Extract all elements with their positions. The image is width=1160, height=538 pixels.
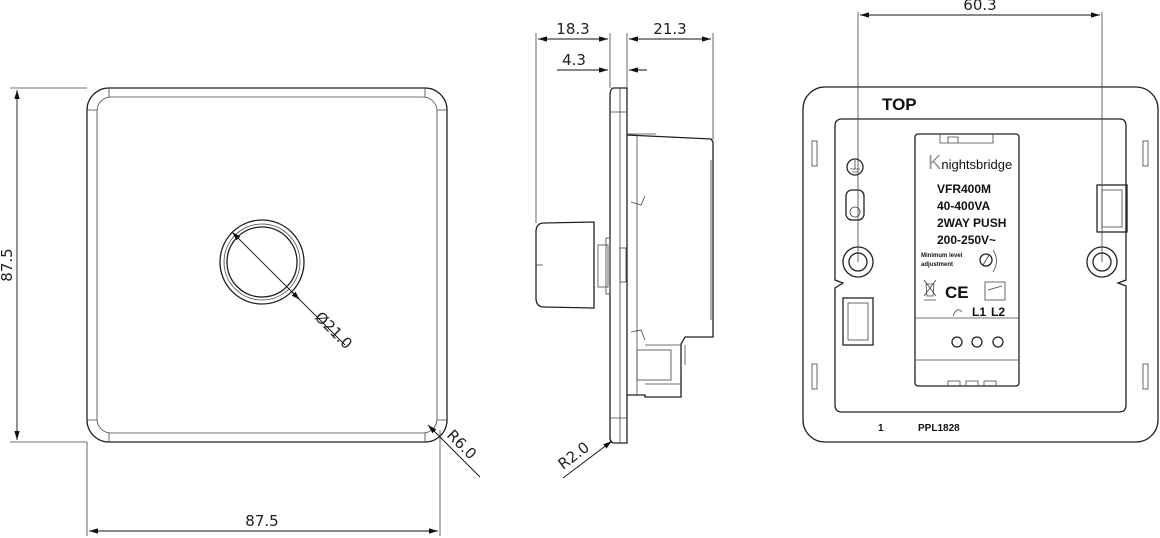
- corner-radius-dimension: R6.0: [443, 426, 480, 463]
- terminal-screw-2: [971, 336, 983, 348]
- label-line-model: VFR400M: [937, 182, 991, 196]
- front-width-dimension: 87.5: [245, 512, 278, 530]
- terminal-screw-3: [992, 336, 1004, 348]
- part-code: PPL1828: [918, 423, 960, 434]
- dimmer-knob-outer: [219, 219, 305, 305]
- label-line-type: 2WAY PUSH: [937, 216, 1006, 230]
- knob-diameter-dimension: Ø21.0: [311, 308, 356, 353]
- terminal-l2-label: L2: [991, 305, 1005, 319]
- fixing-centres-dimension: 60.3: [963, 0, 996, 14]
- rating-icon: [984, 281, 1006, 301]
- terminal-screw-1: [951, 336, 963, 348]
- side-knob: [535, 221, 595, 309]
- front-height-dimension: 87.5: [0, 248, 16, 281]
- side-module-body: [626, 134, 714, 398]
- top-marking: TOP: [882, 95, 917, 114]
- earth-terminal: [845, 158, 865, 221]
- knob-depth-dimension: 18.3: [556, 20, 589, 38]
- min-level-label: Minimum level: [921, 253, 963, 259]
- front-plate-inner-edge: [96, 96, 438, 434]
- terminal-l1-label: L1: [972, 305, 986, 319]
- dimmer-knob-inner: [226, 226, 298, 298]
- brand-logo: Knightsbridge: [928, 152, 1012, 174]
- back-recess: [834, 118, 1127, 413]
- front-view: 87.5 87.5 Ø21.0 R6.0: [0, 87, 481, 536]
- label-line-rating: 40-400VA: [937, 199, 990, 213]
- edge-radius-dimension: R2.0: [555, 438, 593, 473]
- weee-icon: [923, 279, 937, 301]
- front-plate-outline: [86, 87, 448, 443]
- label-line-voltage: 200-250V~: [937, 233, 996, 247]
- plate-thickness-dimension: 4.3: [562, 51, 586, 69]
- dimmer-module: Knightsbridge VFR400M 40-400VA 2WAY PUSH…: [914, 133, 1020, 387]
- back-plate-outline: [802, 86, 1159, 443]
- box-depth-dimension: 21.3: [653, 20, 686, 38]
- min-level-adjust-screw[interactable]: [979, 253, 993, 267]
- part-index: 1: [878, 423, 884, 434]
- neutral-symbol-icon: [952, 309, 963, 317]
- side-view: 18.3 21.3 4.3 R2.0: [535, 20, 714, 479]
- back-view: TOP Knightsbridge VFR400M 40-400VA 2WAY …: [802, 0, 1159, 443]
- min-level-label-2: adjustment: [921, 262, 953, 268]
- side-plate: [609, 87, 628, 444]
- ce-mark: CE: [945, 283, 969, 302]
